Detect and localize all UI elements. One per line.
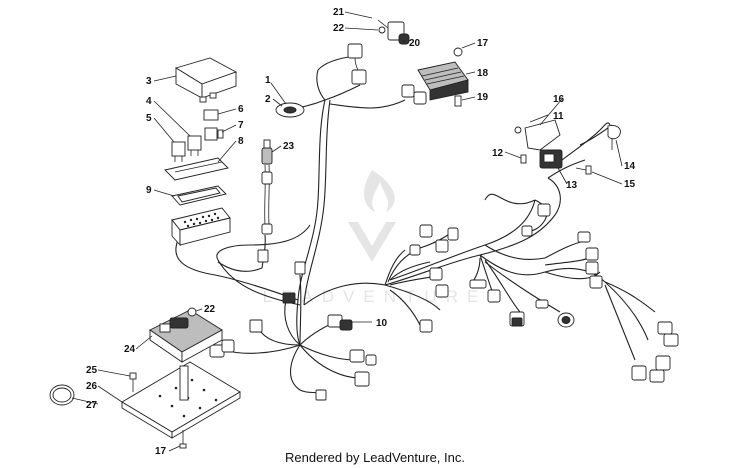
callout-27: 27: [86, 400, 98, 411]
upper-connector-a: [347, 43, 367, 85]
lower-right-connectors: [469, 279, 575, 328]
callout-15: 15: [624, 179, 636, 190]
part-12-screw: [520, 154, 527, 164]
part-8-fuse-panel: [164, 157, 229, 181]
callout-8: 8: [238, 136, 244, 147]
callout-1: 1: [265, 75, 271, 86]
leadventure-watermark: LEADVENTURE: [263, 170, 488, 306]
part-2-grommet: [275, 102, 305, 118]
part-7-fuse: [217, 129, 224, 139]
callout-7: 7: [238, 120, 244, 131]
rendered-by-credit: Rendered by LeadVenture, Inc.: [285, 450, 465, 465]
callout-5: 5: [146, 113, 152, 124]
part-26-mounting-tray: [121, 361, 241, 439]
callout-18: 18: [477, 68, 489, 79]
callout-labels: 1 2 3 4 5 6 7 8 9 10 11 12 13 14 15 16 1…: [86, 7, 636, 457]
callout-4: 4: [146, 96, 152, 107]
part-18-voltage-regulator: [401, 47, 469, 107]
callout-22-ecu: 22: [204, 304, 216, 315]
callout-19: 19: [477, 92, 489, 103]
part-20-relay-bracket: [377, 19, 410, 45]
module-13-wire: [561, 122, 611, 161]
callout-13: 13: [566, 180, 578, 191]
part-14-connector: [607, 125, 621, 150]
part-27-clamp: [49, 384, 75, 406]
part-24-ecu: [149, 309, 223, 363]
part-22-nut: [187, 307, 197, 317]
callout-2: 2: [265, 94, 271, 105]
upper-center-connectors: [409, 224, 459, 333]
callout-24: 24: [124, 344, 136, 355]
callout-20: 20: [409, 38, 421, 49]
watermark-text: LEADVENTURE: [263, 287, 488, 306]
part-25-bolt: [129, 372, 137, 392]
callout-9: 9: [146, 185, 152, 196]
callout-12: 12: [492, 148, 504, 159]
center-connectors: [209, 249, 377, 401]
fuse-box-base: [171, 207, 231, 247]
callout-16: 16: [553, 94, 565, 105]
callout-6: 6: [238, 104, 244, 115]
callout-3: 3: [146, 76, 152, 87]
callout-23: 23: [283, 141, 295, 152]
part-13-module: [539, 149, 563, 169]
callout-21: 21: [333, 7, 345, 18]
callout-25: 25: [86, 365, 98, 376]
callout-22-top: 22: [333, 23, 345, 34]
callout-17-bottom: 17: [155, 446, 167, 457]
callout-26: 26: [86, 381, 98, 392]
part-15-screw: [575, 165, 592, 175]
main-harness: [175, 55, 656, 396]
part-9-fuse-box-gasket: [171, 185, 227, 206]
part-4-5-relays: [171, 127, 218, 162]
callout-17-top: 17: [477, 38, 489, 49]
right-connectors: [521, 203, 679, 383]
part-6-relay: [203, 109, 219, 121]
callout-11: 11: [553, 111, 564, 122]
part-23-sensor: [261, 139, 273, 235]
leader-lines: [71, 11, 623, 452]
part-11-bracket: [514, 119, 561, 151]
callout-10: 10: [376, 318, 388, 329]
part-3-fuse-box-cover: [174, 57, 238, 103]
callout-14: 14: [624, 161, 636, 172]
